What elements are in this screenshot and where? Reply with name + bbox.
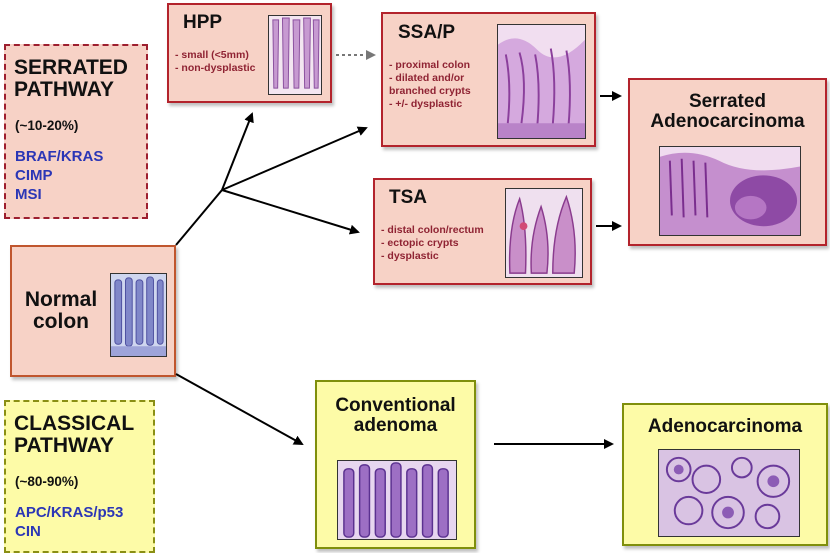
arrow-normal-to-branch: [175, 189, 223, 246]
serrated-adenocarcinoma-box: Serrated Adenocarcinoma: [628, 78, 827, 246]
serrated-pathway-box: SERRATED PATHWAY (~10-20%) BRAF/KRAS CIM…: [4, 44, 148, 219]
ssap-bullets: - proximal colon - dilated and/or branch…: [389, 59, 471, 110]
serrated-pathway-percent: (~10-20%): [15, 118, 79, 133]
tsa-box: TSA - distal colon/rectum - ectopic cryp…: [373, 178, 592, 285]
serrated-pathway-title: SERRATED PATHWAY: [14, 56, 128, 102]
serrated-adenocarcinoma-title: Serrated Adenocarcinoma: [650, 91, 805, 132]
arrow-branch-to-ssap: [221, 126, 368, 191]
ssap-box: SSA/P - proximal colon - dilated and/or …: [381, 12, 596, 147]
tsa-title: TSA: [389, 187, 427, 208]
tsa-histology-image: [505, 188, 583, 278]
adenocarcinoma-histology-image: [658, 449, 800, 537]
normal-colon-histology-image: [110, 273, 167, 357]
classical-pathway-title: CLASSICAL PATHWAY: [14, 412, 135, 458]
classical-markers: APC/KRAS/p53 CIN: [15, 504, 124, 540]
classical-pathway-box: CLASSICAL PATHWAY (~80-90%) APC/KRAS/p53…: [4, 400, 155, 553]
ssap-histology-image: [497, 24, 586, 139]
adenocarcinoma-title: Adenocarcinoma: [647, 416, 803, 437]
arrow-branch-to-hpp: [221, 112, 254, 191]
conventional-adenoma-histology-image: [337, 460, 457, 540]
conventional-adenoma-box: Conventional adenoma: [315, 380, 476, 549]
serrated-adenocarcinoma-histology-image: [659, 146, 801, 236]
hpp-title: HPP: [183, 12, 223, 33]
adenocarcinoma-box: Adenocarcinoma: [622, 403, 828, 546]
conventional-adenoma-title: Conventional adenoma: [335, 395, 456, 436]
serrated-markers: BRAF/KRAS CIMP MSI: [15, 148, 104, 203]
ssap-title: SSA/P: [398, 22, 456, 43]
hpp-box: HPP - small (<5mm) - non-dysplastic: [167, 3, 332, 103]
normal-colon-title: Normal colon: [24, 288, 98, 334]
hpp-bullets: - small (<5mm) - non-dysplastic: [175, 49, 256, 74]
tsa-bullets: - distal colon/rectum - ectopic crypts -…: [381, 224, 484, 262]
hpp-histology-image: [268, 15, 322, 95]
arrow-branch-to-tsa: [221, 189, 360, 235]
classical-pathway-percent: (~80-90%): [15, 474, 79, 489]
normal-colon-box: Normal colon: [10, 245, 176, 377]
arrow-normal-to-conventional-adenoma: [175, 373, 304, 445]
